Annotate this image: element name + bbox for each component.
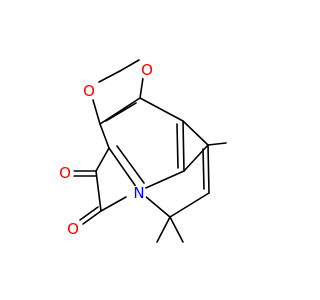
bond-ch2-o-left bbox=[98, 70, 121, 83]
bond-benzene-d bbox=[138, 170, 185, 192]
atom-n-ring: N bbox=[131, 184, 147, 202]
bond-ch-cme bbox=[207, 144, 210, 194]
bonds-layer bbox=[72, 59, 227, 243]
atom-o-dioxole-left-label: O bbox=[83, 82, 95, 100]
bond-benzene-a bbox=[99, 97, 141, 125]
bond-benzene-b bbox=[139, 97, 184, 122]
atom-o-carbonyl-lower-label: O bbox=[67, 220, 79, 238]
bond-benzene-e bbox=[108, 147, 140, 192]
atom-o-dioxole-left: O bbox=[80, 82, 98, 100]
bond-methyl-top bbox=[207, 142, 227, 146]
bond-carbonyl-o-lower bbox=[82, 210, 102, 225]
atom-o-carbonyl-lower: O bbox=[64, 220, 82, 238]
bond-o-right-c bbox=[139, 77, 144, 99]
bond-c-carbonyl-1 bbox=[95, 147, 110, 172]
bond-methyl-gem-1 bbox=[156, 216, 171, 243]
bond-carbonyl2-n bbox=[100, 196, 127, 212]
bond-benzene-c-inner bbox=[176, 123, 179, 169]
bond-benzene-a-inner bbox=[105, 102, 137, 122]
atom-o-dioxole-right: O bbox=[138, 61, 156, 79]
atom-o-carbonyl-upper-label: O bbox=[59, 164, 71, 182]
bond-cme-benzene bbox=[183, 144, 209, 172]
bond-benzene-c bbox=[182, 120, 185, 172]
bond-benzene-f bbox=[99, 123, 110, 149]
bond-methyl-gem-2 bbox=[169, 216, 184, 243]
atom-o-carbonyl-upper: O bbox=[56, 164, 74, 182]
bond-carbonyl-carbonyl bbox=[95, 170, 102, 212]
molecule-structure: O O O O N bbox=[56, 59, 227, 243]
bond-ch-cme-inner bbox=[202, 148, 205, 190]
bond-cme-ring-fix bbox=[182, 120, 209, 146]
atom-o-dioxole-right-label: O bbox=[141, 61, 153, 79]
bond-ch2-o-right bbox=[119, 59, 140, 72]
bond-benzene-e-inner bbox=[116, 145, 145, 184]
bond-o-left-c bbox=[92, 99, 101, 125]
bond-carbonyl-o-lower-2 bbox=[79, 206, 99, 221]
atom-n-ring-label: N bbox=[133, 184, 144, 202]
bond-n-cme2 bbox=[144, 195, 171, 218]
atom-labels-layer: O O O O N bbox=[56, 61, 156, 238]
bond-cme2-ch bbox=[169, 192, 210, 218]
